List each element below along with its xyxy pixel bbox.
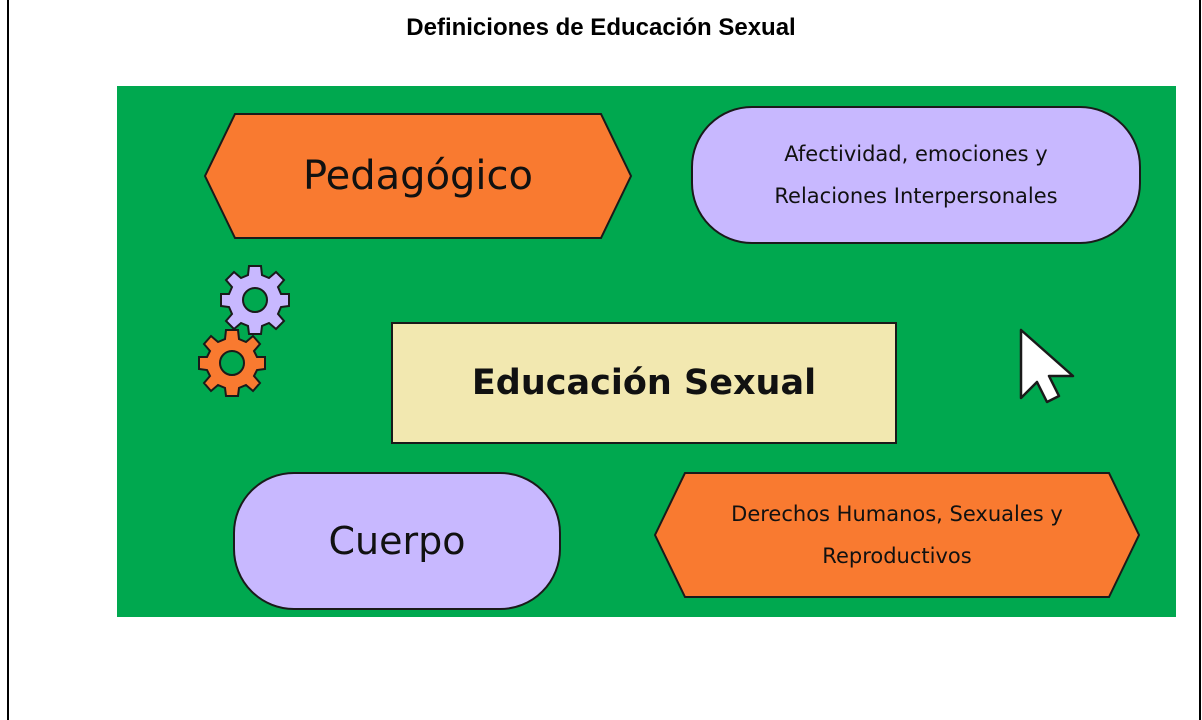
diagram-canvas (117, 86, 1176, 617)
node-derechos-shape (653, 472, 1141, 598)
node-afectividad-label: Afectividad, emociones y Relaciones Inte… (774, 142, 1058, 208)
page-title: Definiciones de Educación Sexual (406, 14, 796, 41)
cursor-arrow-icon (1019, 328, 1075, 404)
node-derechos-label: Derechos Humanos, Sexuales y Reproductiv… (731, 502, 1063, 568)
center-node-label: Educación Sexual (471, 363, 817, 403)
center-node-shape (391, 322, 897, 444)
node-cuerpo-shape (233, 472, 561, 610)
gear-icon (220, 265, 290, 335)
document-frame (7, 0, 1201, 720)
node-pedagogico-label: Pedagógico (302, 153, 534, 199)
node-cuerpo-label: Cuerpo (328, 519, 466, 563)
node-pedagogico-shape (203, 113, 633, 239)
diagram-panel: Pedagógico Afectividad, emociones y Rela… (117, 86, 1176, 617)
node-afectividad-shape (691, 106, 1141, 244)
gear-icon (198, 329, 266, 397)
